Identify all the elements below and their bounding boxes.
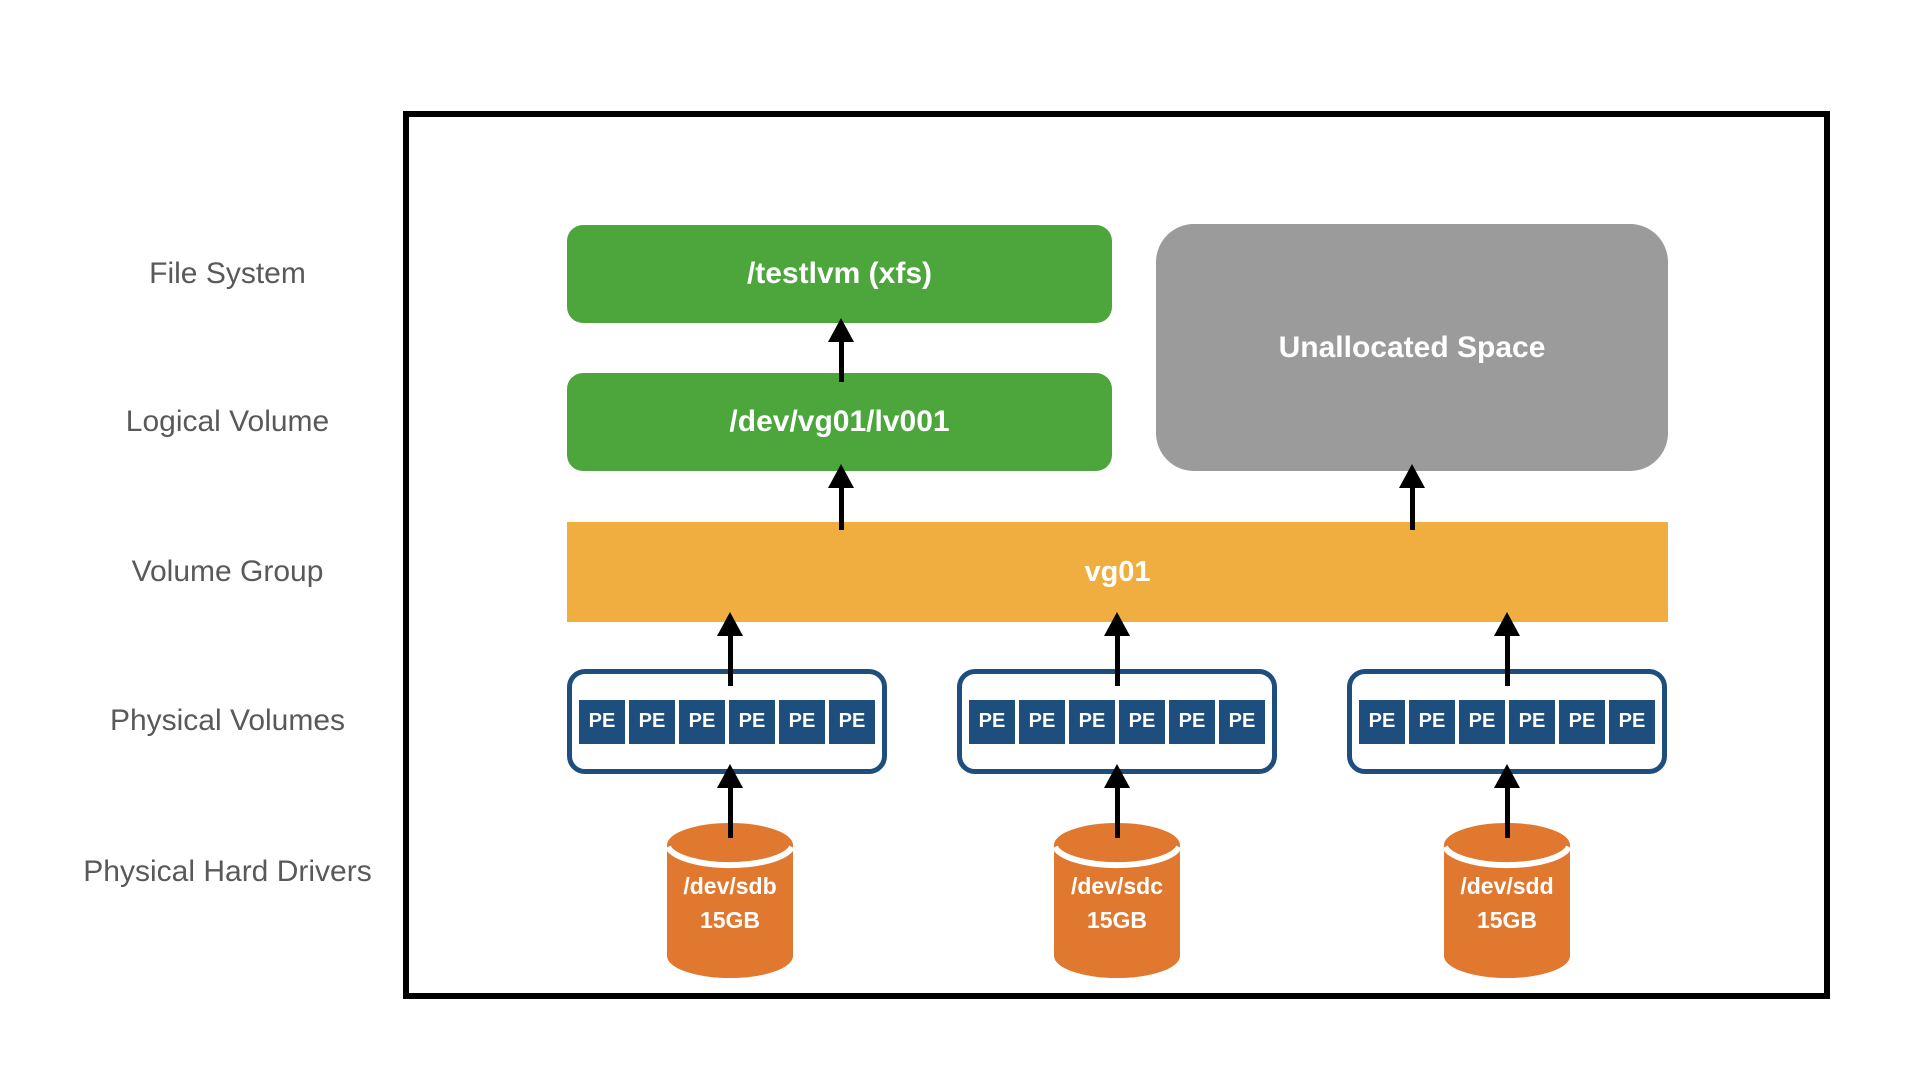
pe-cell: PE (1019, 699, 1065, 744)
pe-cell: PE (1559, 699, 1605, 744)
logical-volume-box: /dev/vg01/lv001 (567, 373, 1112, 471)
arrow-line (838, 342, 844, 382)
row-label-logical-volume: Logical Volume (125, 405, 330, 438)
arrow-sdd-to-pv3 (1494, 764, 1520, 838)
arrow-line (1409, 488, 1415, 530)
arrow-vg-to-lv (828, 464, 854, 530)
cylinder-icon (667, 823, 793, 978)
physical-volume-box-2: PE PE PE PE PE PE (957, 669, 1277, 774)
arrow-head-icon (1494, 764, 1520, 788)
arrow-pv1-to-vg (717, 612, 743, 686)
unallocated-space-box: Unallocated Space (1156, 224, 1668, 471)
file-system-label: /testlvm (xfs) (746, 257, 933, 290)
arrow-line (727, 788, 733, 838)
arrow-line (1114, 636, 1120, 686)
arrow-head-icon (1494, 612, 1520, 636)
cylinder-icon (1444, 823, 1570, 978)
pe-cell: PE (1609, 699, 1655, 744)
arrow-head-icon (1104, 764, 1130, 788)
arrow-line (1504, 636, 1510, 686)
arrow-head-icon (828, 464, 854, 488)
arrow-vg-to-unallocated (1399, 464, 1425, 530)
file-system-box: /testlvm (xfs) (567, 225, 1112, 323)
pe-cell: PE (1409, 699, 1455, 744)
row-label-file-system: File System (149, 257, 306, 290)
pe-cell: PE (779, 699, 825, 744)
cylinder-icon (1054, 823, 1180, 978)
unallocated-space-label: Unallocated Space (1278, 330, 1546, 364)
disk-size: 15GB (699, 907, 761, 933)
disk-device: /dev/sdc (1070, 873, 1164, 899)
logical-volume-label: /dev/vg01/lv001 (729, 405, 950, 438)
disk-cylinder-sdc: /dev/sdc 15GB (1054, 823, 1180, 978)
pe-cell: PE (1219, 699, 1265, 744)
arrow-head-icon (1104, 612, 1130, 636)
volume-group-bar: vg01 (567, 522, 1668, 622)
arrow-sdb-to-pv1 (717, 764, 743, 838)
pe-cell: PE (1509, 699, 1555, 744)
disk-label: /dev/sdd 15GB (1444, 869, 1570, 937)
arrow-line (838, 488, 844, 530)
pe-cell: PE (1119, 699, 1165, 744)
arrow-line (1504, 788, 1510, 838)
pe-cell: PE (1069, 699, 1115, 744)
disk-label: /dev/sdc 15GB (1054, 869, 1180, 937)
disk-size: 15GB (1476, 907, 1538, 933)
disk-device: /dev/sdd (1460, 873, 1554, 899)
pe-cell: PE (1169, 699, 1215, 744)
physical-volume-box-3: PE PE PE PE PE PE (1347, 669, 1667, 774)
volume-group-label: vg01 (1084, 555, 1151, 588)
arrow-head-icon (717, 764, 743, 788)
disk-label: /dev/sdb 15GB (667, 869, 793, 937)
arrow-head-icon (828, 318, 854, 342)
pe-cell: PE (969, 699, 1015, 744)
diagram-frame (403, 111, 1830, 999)
arrow-line (1114, 788, 1120, 838)
pe-cell: PE (679, 699, 725, 744)
pe-cell: PE (729, 699, 775, 744)
row-label-physical-hard-drivers: Physical Hard Drivers (83, 855, 372, 888)
arrow-head-icon (717, 612, 743, 636)
disk-device: /dev/sdb (683, 873, 777, 899)
arrow-sdc-to-pv2 (1104, 764, 1130, 838)
arrow-line (727, 636, 733, 686)
arrow-pv3-to-vg (1494, 612, 1520, 686)
row-label-physical-volumes: Physical Volumes (109, 704, 346, 737)
row-label-volume-group: Volume Group (131, 555, 324, 588)
pe-cell: PE (1459, 699, 1505, 744)
arrow-lv-to-fs (828, 318, 854, 382)
disk-cylinder-sdd: /dev/sdd 15GB (1444, 823, 1570, 978)
pe-cell: PE (829, 699, 875, 744)
disk-cylinder-sdb: /dev/sdb 15GB (667, 823, 793, 978)
pe-cell: PE (1359, 699, 1405, 744)
pe-cell: PE (579, 699, 625, 744)
disk-size: 15GB (1086, 907, 1148, 933)
pe-cell: PE (629, 699, 675, 744)
arrow-pv2-to-vg (1104, 612, 1130, 686)
arrow-head-icon (1399, 464, 1425, 488)
